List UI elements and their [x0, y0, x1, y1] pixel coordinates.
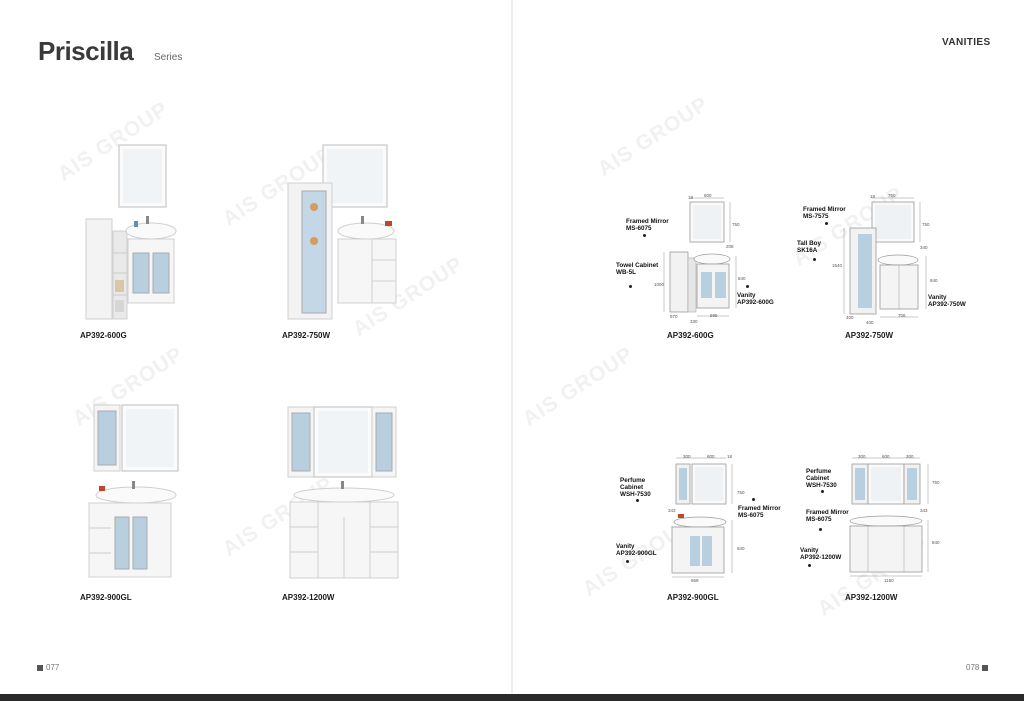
book-spine	[511, 0, 513, 694]
dimension-label: 750	[888, 193, 896, 198]
page-title: Priscilla	[38, 36, 134, 66]
product-image-ap392-1200w	[287, 406, 399, 579]
dimension-label: 840	[738, 276, 746, 281]
dimension-label: 343	[668, 508, 676, 513]
callout-arrow-icon	[746, 285, 749, 288]
series-label: Series	[154, 52, 183, 63]
callout-arrow-icon	[819, 528, 822, 531]
product-code: AP392-1200W	[282, 593, 335, 602]
diagram-code: AP392-1200W	[845, 593, 898, 602]
dimension-label: 300	[858, 454, 866, 459]
diagram-code: AP392-600G	[667, 331, 714, 340]
product-code: AP392-600G	[80, 331, 127, 340]
right-page	[512, 0, 1024, 694]
diagram-code: AP392-750W	[845, 331, 894, 340]
page-marker-icon	[982, 664, 989, 671]
dimension-label: 706	[898, 313, 906, 318]
dimension-label: 868	[691, 578, 699, 583]
callout-arrow-icon	[821, 490, 824, 493]
diagram-code: AP392-900GL	[667, 593, 719, 602]
dimension-label: 208	[726, 244, 734, 249]
dimension-label: 18	[688, 195, 694, 200]
dimension-label: 600	[882, 454, 890, 459]
dimension-label: 750	[922, 222, 930, 227]
page-number-left: 077	[34, 663, 59, 672]
product-code: AP392-900GL	[80, 593, 132, 602]
diagram-image-ap392-900gl	[671, 457, 733, 578]
dimension-label: 400	[866, 320, 874, 325]
dimension-label: 340	[920, 245, 928, 250]
dimension-label: 1000	[654, 282, 665, 287]
dimension-label: 970	[670, 314, 678, 319]
diagram-image-ap392-750w	[843, 197, 927, 318]
callout-arrow-icon	[643, 234, 646, 237]
dimension-label: 750	[732, 222, 740, 227]
dimension-label: 1540	[832, 263, 843, 268]
product-image-ap392-600g	[85, 144, 177, 320]
dimension-label: 750	[932, 480, 940, 485]
dimension-label: 840	[737, 546, 745, 551]
category-label: VANITIES	[942, 37, 991, 48]
product-image-ap392-750w	[287, 144, 397, 320]
callout-arrow-icon	[813, 258, 816, 261]
dimension-label: 840	[932, 540, 940, 545]
dimension-label: 600	[707, 454, 715, 459]
dimension-label: 840	[930, 278, 938, 283]
dimension-label: 1160	[884, 578, 894, 583]
dimension-label: 750	[737, 490, 745, 495]
dimension-label: 400	[846, 315, 854, 320]
left-page	[0, 0, 512, 694]
dimension-label: 343	[920, 508, 928, 513]
callout-arrow-icon	[636, 499, 639, 502]
dimension-label: 300	[683, 454, 691, 459]
page-marker-icon	[37, 664, 43, 671]
callout-arrow-icon	[629, 285, 632, 288]
callout-arrow-icon	[808, 564, 811, 567]
dimension-label: 300	[906, 454, 914, 459]
dimension-label: 330	[690, 319, 698, 324]
dimension-label: 18	[870, 194, 876, 199]
product-code: AP392-750W	[282, 331, 331, 340]
product-image-ap392-900gl	[88, 404, 179, 578]
dimension-label: 600	[704, 193, 712, 198]
diagram-image-ap392-1200w	[849, 457, 929, 577]
dimension-label: 18	[727, 454, 733, 459]
dimension-label: 595	[710, 313, 718, 318]
page-number-right: 078	[966, 663, 991, 672]
callout-arrow-icon	[752, 498, 755, 501]
diagram-image-ap392-600g	[663, 197, 737, 317]
callout-arrow-icon	[626, 560, 629, 563]
callout-arrow-icon	[825, 222, 828, 225]
